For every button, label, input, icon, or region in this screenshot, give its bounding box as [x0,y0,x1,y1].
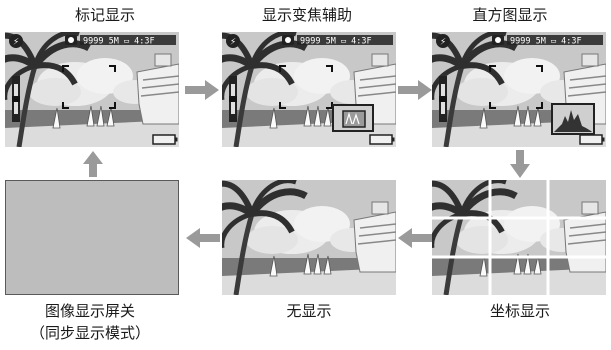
label-no-display: 无显示 [286,302,332,320]
focus-assist-window [332,104,374,132]
label-focus-assist-display: 显示变焦辅助 [261,6,352,24]
arrow-left-1 [398,228,432,248]
histogram-box [551,103,595,135]
scene-histogram [432,32,606,147]
scene-no-display [222,180,396,295]
label-screen-off: 图像显示屏关 [44,302,135,320]
panel-marker-display [5,32,179,147]
scene-grid-display [432,180,606,295]
arrow-right-1 [185,80,219,100]
grid-lines [432,180,606,295]
label-marker-display: 标记显示 [74,6,135,24]
scene-marker [5,32,179,147]
arrow-right-2 [398,80,432,100]
label-sync-mode: （同步显示模式） [29,324,150,342]
af-marker [62,65,116,109]
panel-focus-assist-display [222,32,396,147]
panel-histogram-display [432,32,606,147]
panel-grid-display [432,180,606,295]
label-grid-display: 坐标显示 [489,302,550,320]
label-histogram-display: 直方图显示 [472,6,548,24]
arrow-left-2 [186,228,220,248]
panel-no-display [222,180,396,295]
panel-screen-off [5,180,179,295]
arrow-up [83,151,103,177]
arrow-down [510,150,530,178]
scene-focus-assist [222,32,396,147]
